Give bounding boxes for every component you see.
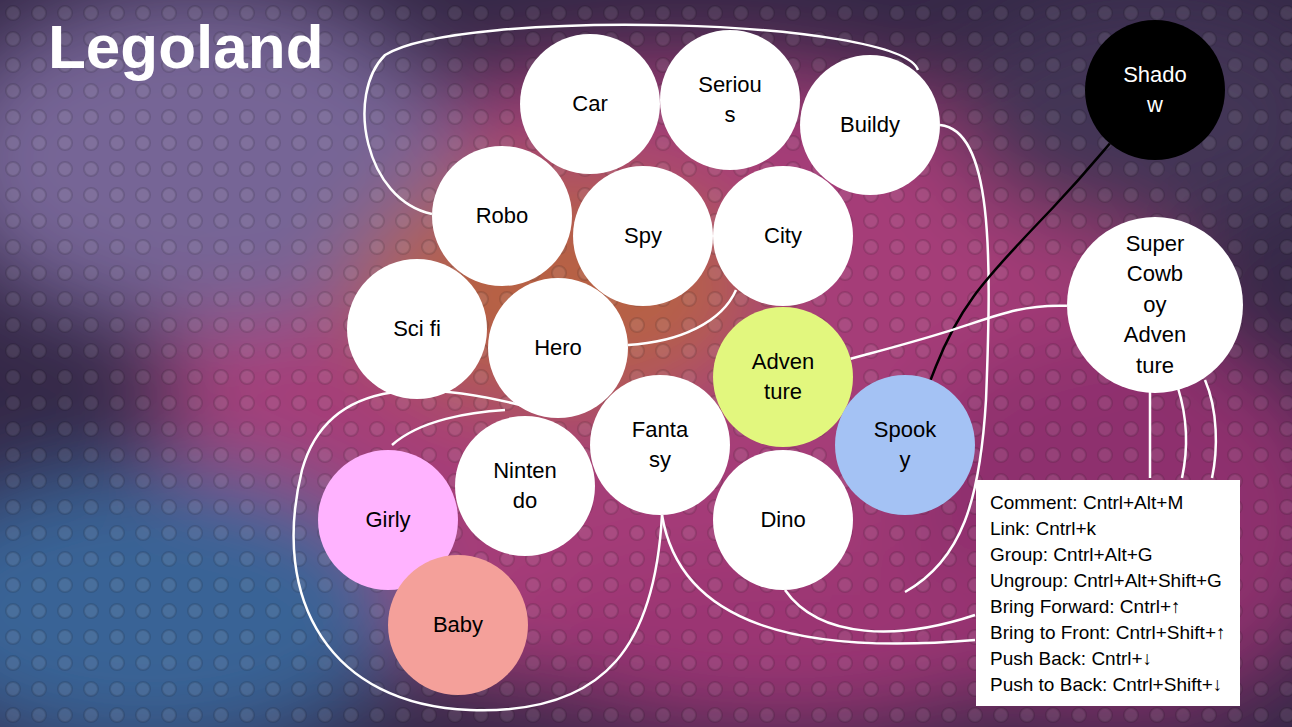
group-outline: [1178, 388, 1186, 478]
topic-circle: Sci fi: [347, 259, 487, 399]
shortcut-line: Group: Cntrl+Alt+G: [990, 542, 1226, 568]
topic-circle: City: [713, 166, 853, 306]
node-body: Car: [572, 89, 607, 119]
topic-label: Super Cowb oy Adven ture: [1124, 229, 1186, 381]
topic-circle: Shado w: [1085, 20, 1225, 160]
topic-circle: Adven ture: [713, 307, 853, 447]
node-body: Spy: [624, 221, 662, 251]
slide-title: Legoland: [48, 16, 324, 78]
node-body: Comment: Cntrl+Alt+MLink: Cntrl+kGroup: …: [990, 490, 1226, 698]
shortcut-line: Bring Forward: Cntrl+↑: [990, 594, 1226, 620]
topic-label: Fanta sy: [632, 415, 688, 476]
topic-circle: Seriou s: [660, 30, 800, 170]
group-outline: [1149, 392, 1152, 478]
shortcut-line: Ungroup: Cntrl+Alt+Shift+G: [990, 568, 1226, 594]
node-body: Sci fi: [393, 314, 441, 344]
topic-label: Girly: [365, 505, 410, 535]
topic-circle: Spook y: [835, 375, 975, 515]
topic-label: Shado w: [1123, 60, 1187, 121]
node-body: Super Cowb oy Adven ture: [1124, 229, 1186, 381]
topic-circle: Robo: [432, 146, 572, 286]
shortcut-line: Link: Cntrl+k: [990, 516, 1226, 542]
node-body: City: [764, 221, 802, 251]
topic-label: Sci fi: [393, 314, 441, 344]
shortcut-line: Comment: Cntrl+Alt+M: [990, 490, 1226, 516]
topic-circle: Buildy: [800, 55, 940, 195]
topic-label: City: [764, 221, 802, 251]
shortcut-line: Bring to Front: Cntrl+Shift+↑: [990, 620, 1226, 646]
topic-label: Adven ture: [752, 347, 814, 408]
topic-circle: Fanta sy: [590, 375, 730, 515]
node-body: Ninten do: [493, 456, 557, 517]
group-outline: [1205, 380, 1216, 478]
topic-label: Hero: [534, 333, 582, 363]
topic-label: Baby: [433, 610, 483, 640]
topic-circle: Hero: [488, 278, 628, 418]
node-body: Spook y: [874, 415, 936, 476]
topic-circle: Super Cowb oy Adven ture: [1067, 217, 1243, 393]
topic-circle: Car: [520, 34, 660, 174]
node-body: Robo: [476, 201, 529, 231]
group-outline: [785, 590, 975, 631]
topic-label: Dino: [760, 505, 805, 535]
shortcut-line: Push Back: Cntrl+↓: [990, 646, 1226, 672]
shortcut-note: Comment: Cntrl+Alt+MLink: Cntrl+kGroup: …: [976, 480, 1240, 706]
node-body: Dino: [760, 505, 805, 535]
node-body: Shado w: [1123, 60, 1187, 121]
topic-circle: Baby: [388, 555, 528, 695]
node-body: Buildy: [840, 110, 900, 140]
node-body: Girly: [365, 505, 410, 535]
topic-label: Spook y: [874, 415, 936, 476]
topic-label: Ninten do: [493, 456, 557, 517]
topic-label: Robo: [476, 201, 529, 231]
node-body: Hero: [534, 333, 582, 363]
link-line: [851, 306, 1067, 359]
node-body: Fanta sy: [632, 415, 688, 476]
topic-label: Seriou s: [698, 70, 762, 131]
node-body: Adven ture: [752, 347, 814, 408]
topic-label: Car: [572, 89, 607, 119]
topic-circle: Dino: [713, 450, 853, 590]
topic-label: Buildy: [840, 110, 900, 140]
topic-circle: Ninten do: [455, 416, 595, 556]
node-body: Baby: [433, 610, 483, 640]
shortcut-line: Push to Back: Cntrl+Shift+↓: [990, 672, 1226, 698]
node-body: Seriou s: [698, 70, 762, 131]
topic-label: Spy: [624, 221, 662, 251]
topic-circle: Spy: [573, 166, 713, 306]
